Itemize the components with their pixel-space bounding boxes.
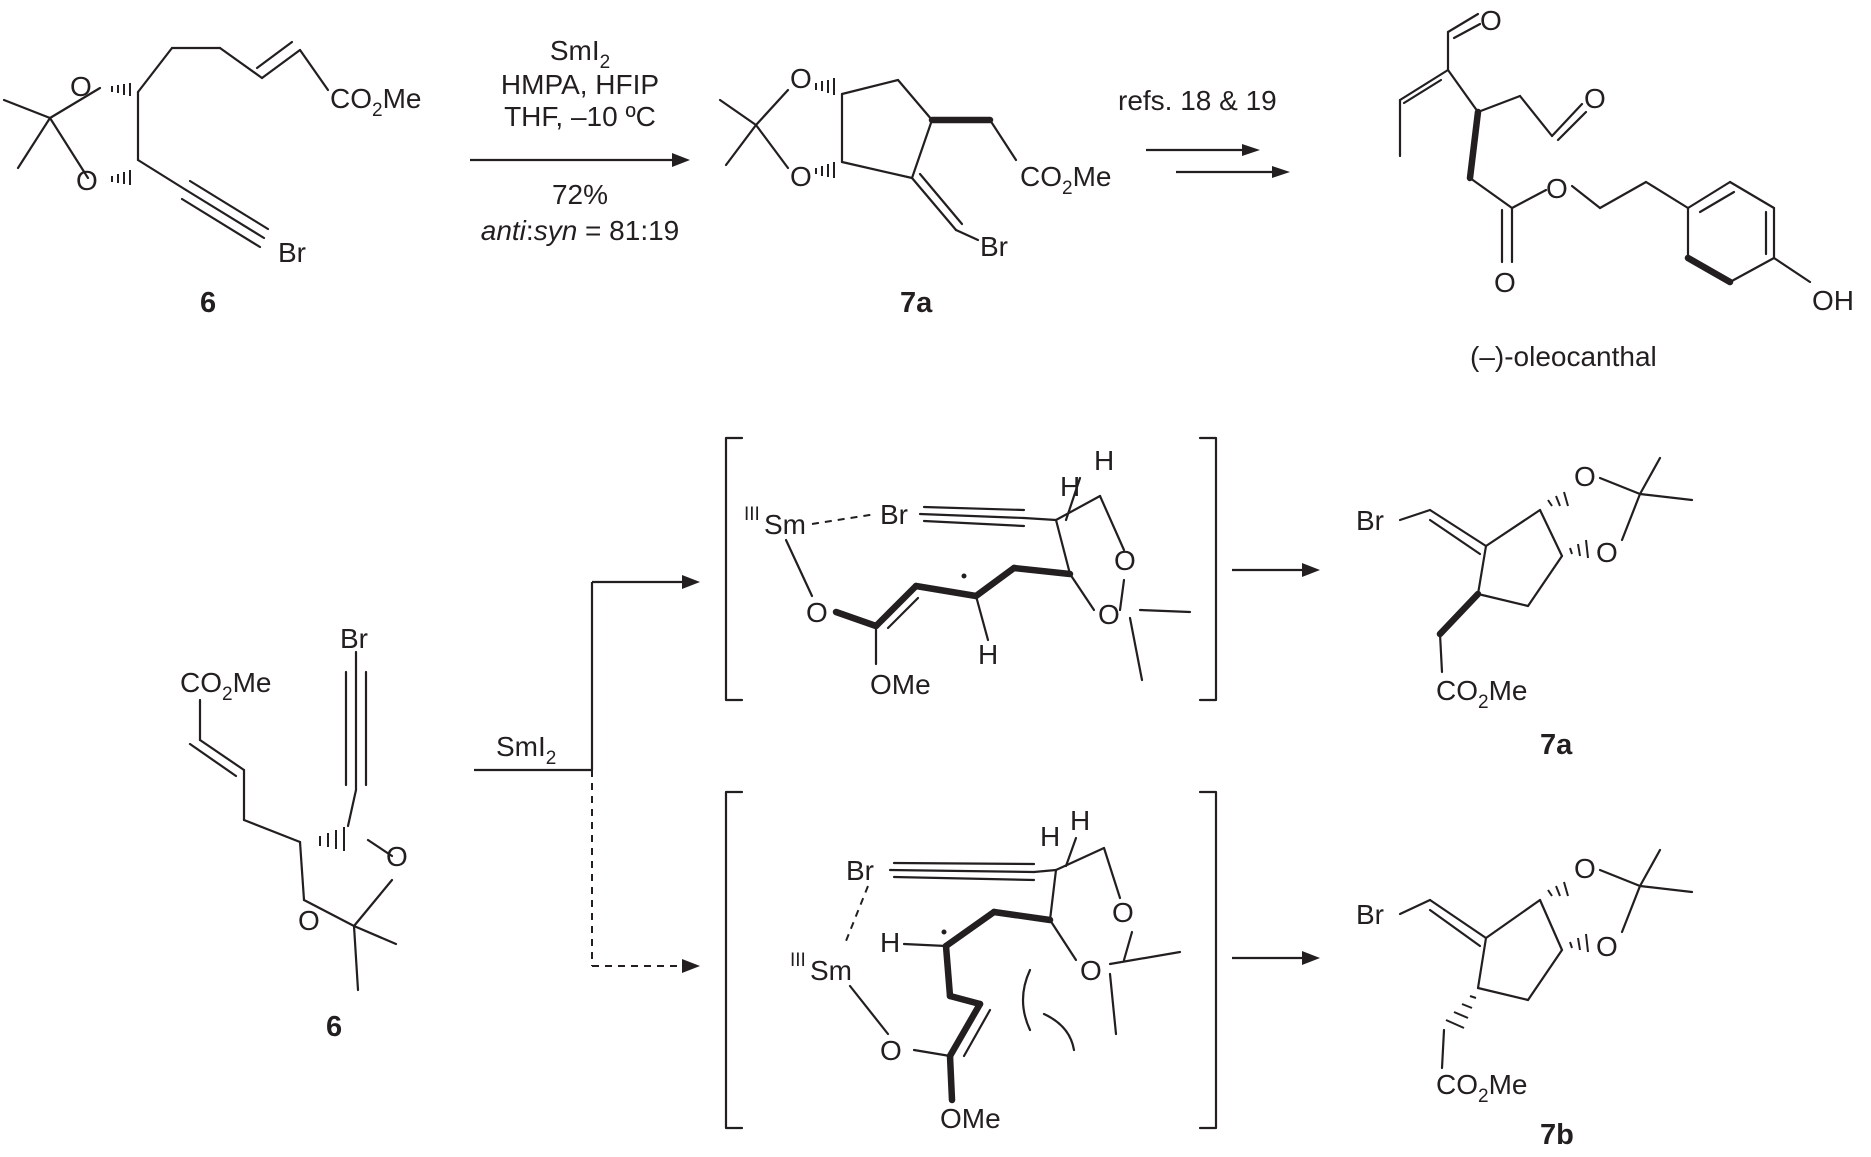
atom-O: O [70, 71, 92, 102]
reagent: SmI2 [496, 731, 556, 769]
transition-state-anti: III Sm Br H H O O H O OMe [724, 436, 1218, 702]
group-CO2Me: CO2Me [1020, 161, 1111, 199]
branch-arrows: SmI2 [474, 575, 700, 973]
atom-O: O [1098, 599, 1120, 630]
oxidation-state: III [790, 950, 806, 971]
compound-label: 6 [200, 287, 216, 319]
product-arrows [1232, 563, 1320, 965]
atom-Br: Br [846, 855, 874, 886]
atom-O: O [1584, 83, 1606, 114]
transition-state-syn: Br H H O O III Sm O H OMe [724, 790, 1218, 1134]
compound-label: 6 [326, 1011, 342, 1043]
atom-O: O [1114, 545, 1136, 576]
atom-OMe: OMe [940, 1103, 1001, 1134]
yield: 72% [552, 179, 608, 210]
compound-name: (–)-oleocanthal [1470, 341, 1657, 372]
atom-O: O [880, 1035, 902, 1066]
oleocanthal: O O O O OH (–)-oleocanthal [1398, 5, 1854, 372]
reagent-line: THF, –10 ºC [504, 101, 656, 132]
atom-O: O [1546, 173, 1568, 204]
atom-Br: Br [278, 237, 306, 268]
compound-6-top: O O Br CO2Me 6 [2, 40, 421, 319]
atom-O: O [1112, 897, 1134, 928]
compound-7a-top: O O Br CO2Me 7a [718, 63, 1111, 319]
atom-O: O [1480, 5, 1502, 36]
atom-O: O [790, 161, 812, 192]
atom-Br: Br [340, 623, 368, 654]
atom-O: O [298, 905, 320, 936]
compound-label: 7b [1540, 1119, 1574, 1151]
reagent-line: HMPA, HFIP [501, 69, 659, 100]
atom-O: O [1596, 537, 1618, 568]
atom-O: O [1574, 461, 1596, 492]
atom-O: O [1080, 955, 1102, 986]
atom-Br: Br [1356, 505, 1384, 536]
atom-Br: Br [880, 499, 908, 530]
atom-OMe: OMe [870, 669, 931, 700]
atom-H: H [1094, 445, 1114, 476]
atom-H: H [1060, 471, 1080, 502]
compound-6-bottom: Br CO2Me O O 6 [180, 623, 408, 1043]
compound-7b: Br CO2Me O O 7b [1356, 848, 1694, 1151]
compound-label: 7a [1540, 729, 1573, 761]
reagent-line: SmI2 [550, 35, 610, 73]
group-CO2Me: CO2Me [180, 667, 271, 705]
atom-O: O [790, 63, 812, 94]
atom-H: H [978, 639, 998, 670]
reaction-arrow-1: SmI2 HMPA, HFIP THF, –10 ºC 72% anti:syn… [470, 35, 690, 246]
group-CO2Me: CO2Me [1436, 1069, 1527, 1107]
reaction-arrow-2: refs. 18 & 19 [1118, 85, 1290, 178]
atom-Sm: Sm [764, 509, 806, 540]
group-CO2Me: CO2Me [330, 83, 421, 121]
compound-label: 7a [900, 287, 933, 319]
atom-O: O [386, 841, 408, 872]
atom-H: H [1070, 805, 1090, 836]
atom-O: O [806, 597, 828, 628]
selectivity: anti:syn = 81:19 [481, 215, 680, 246]
atom-O: O [1494, 267, 1516, 298]
atom-H: H [1040, 821, 1060, 852]
atom-O: O [76, 165, 98, 196]
atom-Br: Br [980, 231, 1008, 262]
atom-H: H [880, 927, 900, 958]
atom-O: O [1574, 853, 1596, 884]
oxidation-state: III [744, 504, 760, 525]
group-CO2Me: CO2Me [1436, 675, 1527, 713]
atom-Br: Br [1356, 899, 1384, 930]
refs-label: refs. 18 & 19 [1118, 85, 1277, 116]
atom-O: O [1596, 931, 1618, 962]
compound-7a-bottom: Br CO2Me O O 7a [1356, 456, 1694, 761]
atom-Sm: Sm [810, 955, 852, 986]
atom-OH: OH [1812, 285, 1854, 316]
